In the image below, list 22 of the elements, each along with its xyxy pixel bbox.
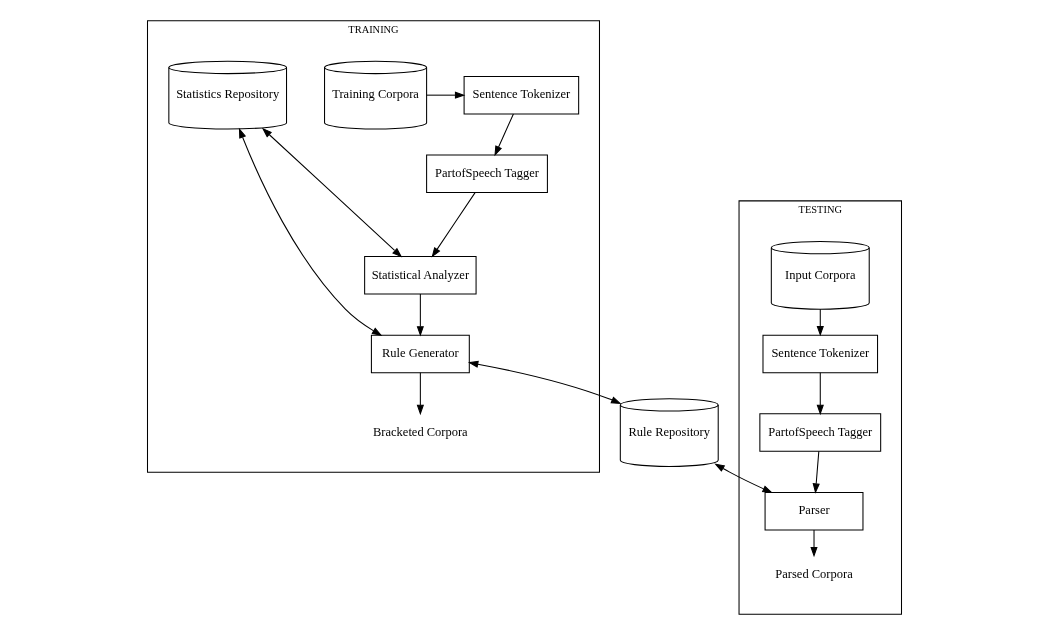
arrow xyxy=(431,192,476,258)
node-box: Statistical Analyzer xyxy=(364,256,477,295)
arrow xyxy=(816,308,824,337)
node-box: PartofSpeech Tagger xyxy=(426,154,548,194)
node-text: Parsed Corpora xyxy=(775,566,853,581)
arrow xyxy=(494,113,514,157)
arrow xyxy=(810,529,818,558)
arrow xyxy=(261,127,403,258)
arrow xyxy=(812,450,820,494)
arrow xyxy=(816,372,824,416)
arrow xyxy=(714,463,773,494)
arrow xyxy=(416,372,424,416)
arrow xyxy=(238,127,383,336)
node-text: Bracketed Corpora xyxy=(373,424,468,439)
arrow xyxy=(416,293,424,337)
node-box: Sentence Tokenizer xyxy=(463,75,580,115)
node-box: Sentence Tokenizer xyxy=(762,334,879,374)
node-box: PartofSpeech Tagger xyxy=(759,413,882,452)
node-box: Rule Generator xyxy=(370,334,470,374)
arrow xyxy=(467,360,622,405)
arrow xyxy=(426,91,466,99)
node-box: Parser xyxy=(764,491,864,531)
